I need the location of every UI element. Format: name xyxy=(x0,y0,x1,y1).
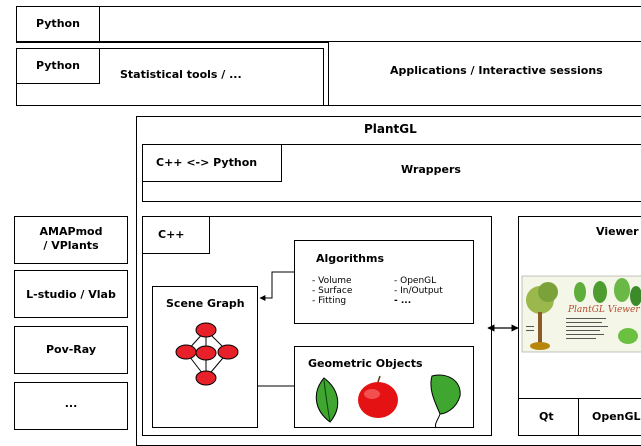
python-top-label: Python xyxy=(36,17,80,30)
petal-leaf-icon xyxy=(430,374,461,429)
etc-label: ... xyxy=(64,397,78,410)
apple-icon xyxy=(358,375,398,418)
scene-node-bottom xyxy=(195,370,217,386)
scene-node-top xyxy=(195,322,217,338)
algorithm-opengl: - OpenGL xyxy=(394,276,437,286)
algorithms-to-scene-graph-arrow xyxy=(259,271,294,301)
python-inner-label: Python xyxy=(36,59,80,72)
algorithm-inoutput: - In/Output xyxy=(394,286,443,296)
python-top-box xyxy=(16,6,100,42)
opengl-label: OpenGL xyxy=(592,410,641,423)
cpp-label: C++ xyxy=(158,228,185,241)
wrappers-label: Wrappers xyxy=(401,163,461,176)
plantgl-title: PlantGL xyxy=(364,122,417,136)
geometric-objects-label: Geometric Objects xyxy=(308,357,423,370)
scene-graph-nodes xyxy=(175,322,239,386)
leaf-icon xyxy=(315,377,339,423)
diagram-drawing: PlantGL Viewer xyxy=(175,271,641,429)
povray-label: Pov-Ray xyxy=(45,343,97,356)
python-layer-outer xyxy=(16,6,641,42)
scene-graph-label: Scene Graph xyxy=(166,297,245,310)
qt-label: Qt xyxy=(539,410,554,423)
scene-node-middle xyxy=(195,345,217,361)
viewer-logo-text: PlantGL Viewer xyxy=(567,305,640,315)
scene-node-left xyxy=(175,344,197,360)
algorithm-volume: - Volume xyxy=(312,276,352,286)
lstudio-label: L-studio / Vlab xyxy=(26,288,116,301)
algorithms-col1: - Volume - Surface - Fitting xyxy=(312,276,352,306)
scene-node-right xyxy=(217,344,239,360)
algorithm-fitting: - Fitting xyxy=(312,296,347,306)
cpp-python-box xyxy=(142,144,282,182)
python-inner-box xyxy=(16,48,100,84)
amapmod-label: AMAPmod / VPlants xyxy=(14,225,128,253)
algorithms-title: Algorithms xyxy=(316,252,385,265)
lstudio-box xyxy=(14,270,128,318)
viewer-bottom-box xyxy=(518,398,641,436)
povray-box xyxy=(14,326,128,374)
algorithms-box xyxy=(294,240,474,324)
algorithms-col2: - OpenGL - In/Output - ... xyxy=(394,276,443,306)
applications-label: Applications / Interactive sessions xyxy=(390,64,603,77)
amapmod-line1: AMAPmod xyxy=(39,225,103,238)
amapmod-box xyxy=(14,216,128,264)
etc-box xyxy=(14,382,128,430)
viewer-divider xyxy=(578,398,579,436)
cpp-label-box xyxy=(142,216,210,254)
statistical-tools-label: Statistical tools / ... xyxy=(120,68,242,81)
algorithm-more: - ... xyxy=(394,296,412,306)
viewer-screenshot: PlantGL Viewer xyxy=(521,275,641,353)
viewer-title: Viewer xyxy=(596,225,639,238)
algorithm-surface: - Surface xyxy=(312,286,353,296)
amapmod-line2: / VPlants xyxy=(43,239,99,252)
applications-step-line xyxy=(16,42,328,43)
applications-step-vert xyxy=(328,42,329,106)
cpp-python-label: C++ <-> Python xyxy=(156,156,258,169)
